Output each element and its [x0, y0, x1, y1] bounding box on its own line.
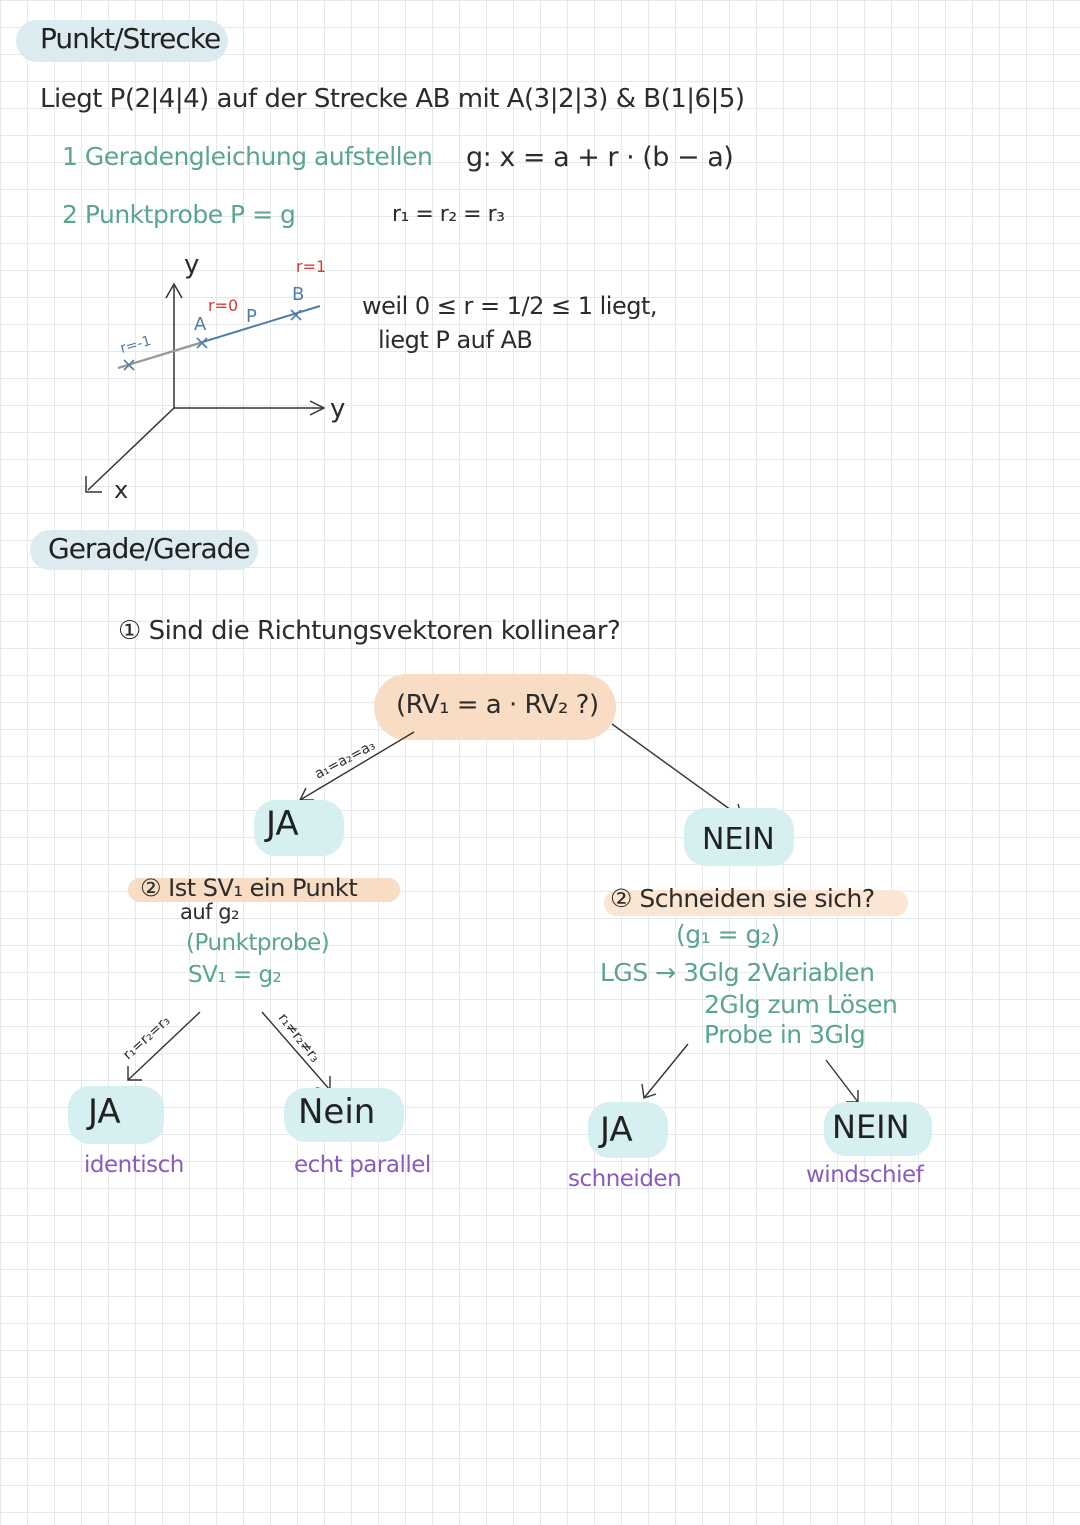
heading-highlight: [30, 530, 258, 570]
answer-highlight: [684, 808, 794, 866]
axis-label-y-right: y: [330, 394, 345, 424]
answer-nein-kollinear: NEIN: [702, 822, 775, 857]
heading-highlight: [16, 20, 228, 62]
question-punkt-auf-g2-line2: auf g₂: [180, 900, 240, 924]
conclusion-line1: weil 0 ≤ r = 1/2 ≤ 1 liegt,: [362, 292, 658, 320]
lgs-line2: 2Glg zum Lösen: [704, 990, 898, 1019]
question-schneiden: ② Schneiden sie sich?: [610, 884, 875, 913]
question-punkt-auf-g2: ② Ist SV₁ ein Punkt: [140, 874, 358, 902]
orange-highlight: [374, 674, 616, 740]
answer-ja-identisch: JA: [88, 1092, 121, 1132]
answer-highlight: [68, 1086, 164, 1144]
answer-highlight: [254, 800, 344, 856]
axis-label-x: x: [114, 476, 128, 504]
orange-highlight: [128, 878, 400, 902]
step1-formula: g: x = a + r · (b − a): [466, 142, 734, 173]
point-markers: [123, 309, 302, 371]
answer-ja-schneiden: JA: [600, 1110, 633, 1150]
conclusion-line2: liegt P auf AB: [378, 326, 533, 354]
section-heading-gerade-gerade: Gerade/Gerade: [48, 532, 251, 565]
answer-highlight: [284, 1088, 404, 1142]
result-schneiden: schneiden: [568, 1166, 682, 1192]
formula-g1-g2: (g₁ = g₂): [676, 920, 780, 949]
label-r-zero: r=0: [208, 296, 239, 315]
answer-highlight: [824, 1102, 932, 1156]
axis-label-y-top: y: [184, 250, 199, 280]
answer-ja-kollinear: JA: [266, 804, 299, 844]
lgs-line1: LGS → 3Glg 2Variablen: [600, 958, 875, 987]
label-point-b: B: [292, 284, 305, 305]
answer-nein-parallel: Nein: [298, 1092, 376, 1132]
step2-label: 2 Punktprobe P = g: [62, 200, 296, 229]
step1-label: 1 Geradengleichung aufstellen: [62, 142, 433, 171]
result-windschief: windschief: [806, 1162, 924, 1188]
result-echt-parallel: echt parallel: [294, 1152, 431, 1178]
label-point-a: A: [194, 314, 207, 335]
orange-highlight: [604, 890, 908, 916]
hint-punktprobe: (Punktprobe): [186, 930, 330, 956]
formula-sv-g2: SV₁ = g₂: [188, 962, 282, 988]
lgs-line3: Probe in 3Glg: [704, 1020, 866, 1049]
result-identisch: identisch: [84, 1152, 184, 1178]
answer-nein-windschief: NEIN: [832, 1108, 910, 1146]
question-kollinear: ① Sind die Richtungsvektoren kollinear?: [118, 616, 621, 646]
problem-question: Liegt P(2|4|4) auf der Strecke AB mit A(…: [40, 84, 745, 114]
kollinear-formula: (RV₁ = a · RV₂ ?): [396, 690, 599, 720]
label-r-one: r=1: [296, 257, 327, 276]
section-heading-punkt-strecke: Punkt/Strecke: [40, 22, 221, 55]
step2-condition: r₁ = r₂ = r₃: [392, 202, 505, 227]
label-point-p: P: [246, 306, 257, 327]
answer-highlight: [588, 1102, 668, 1158]
